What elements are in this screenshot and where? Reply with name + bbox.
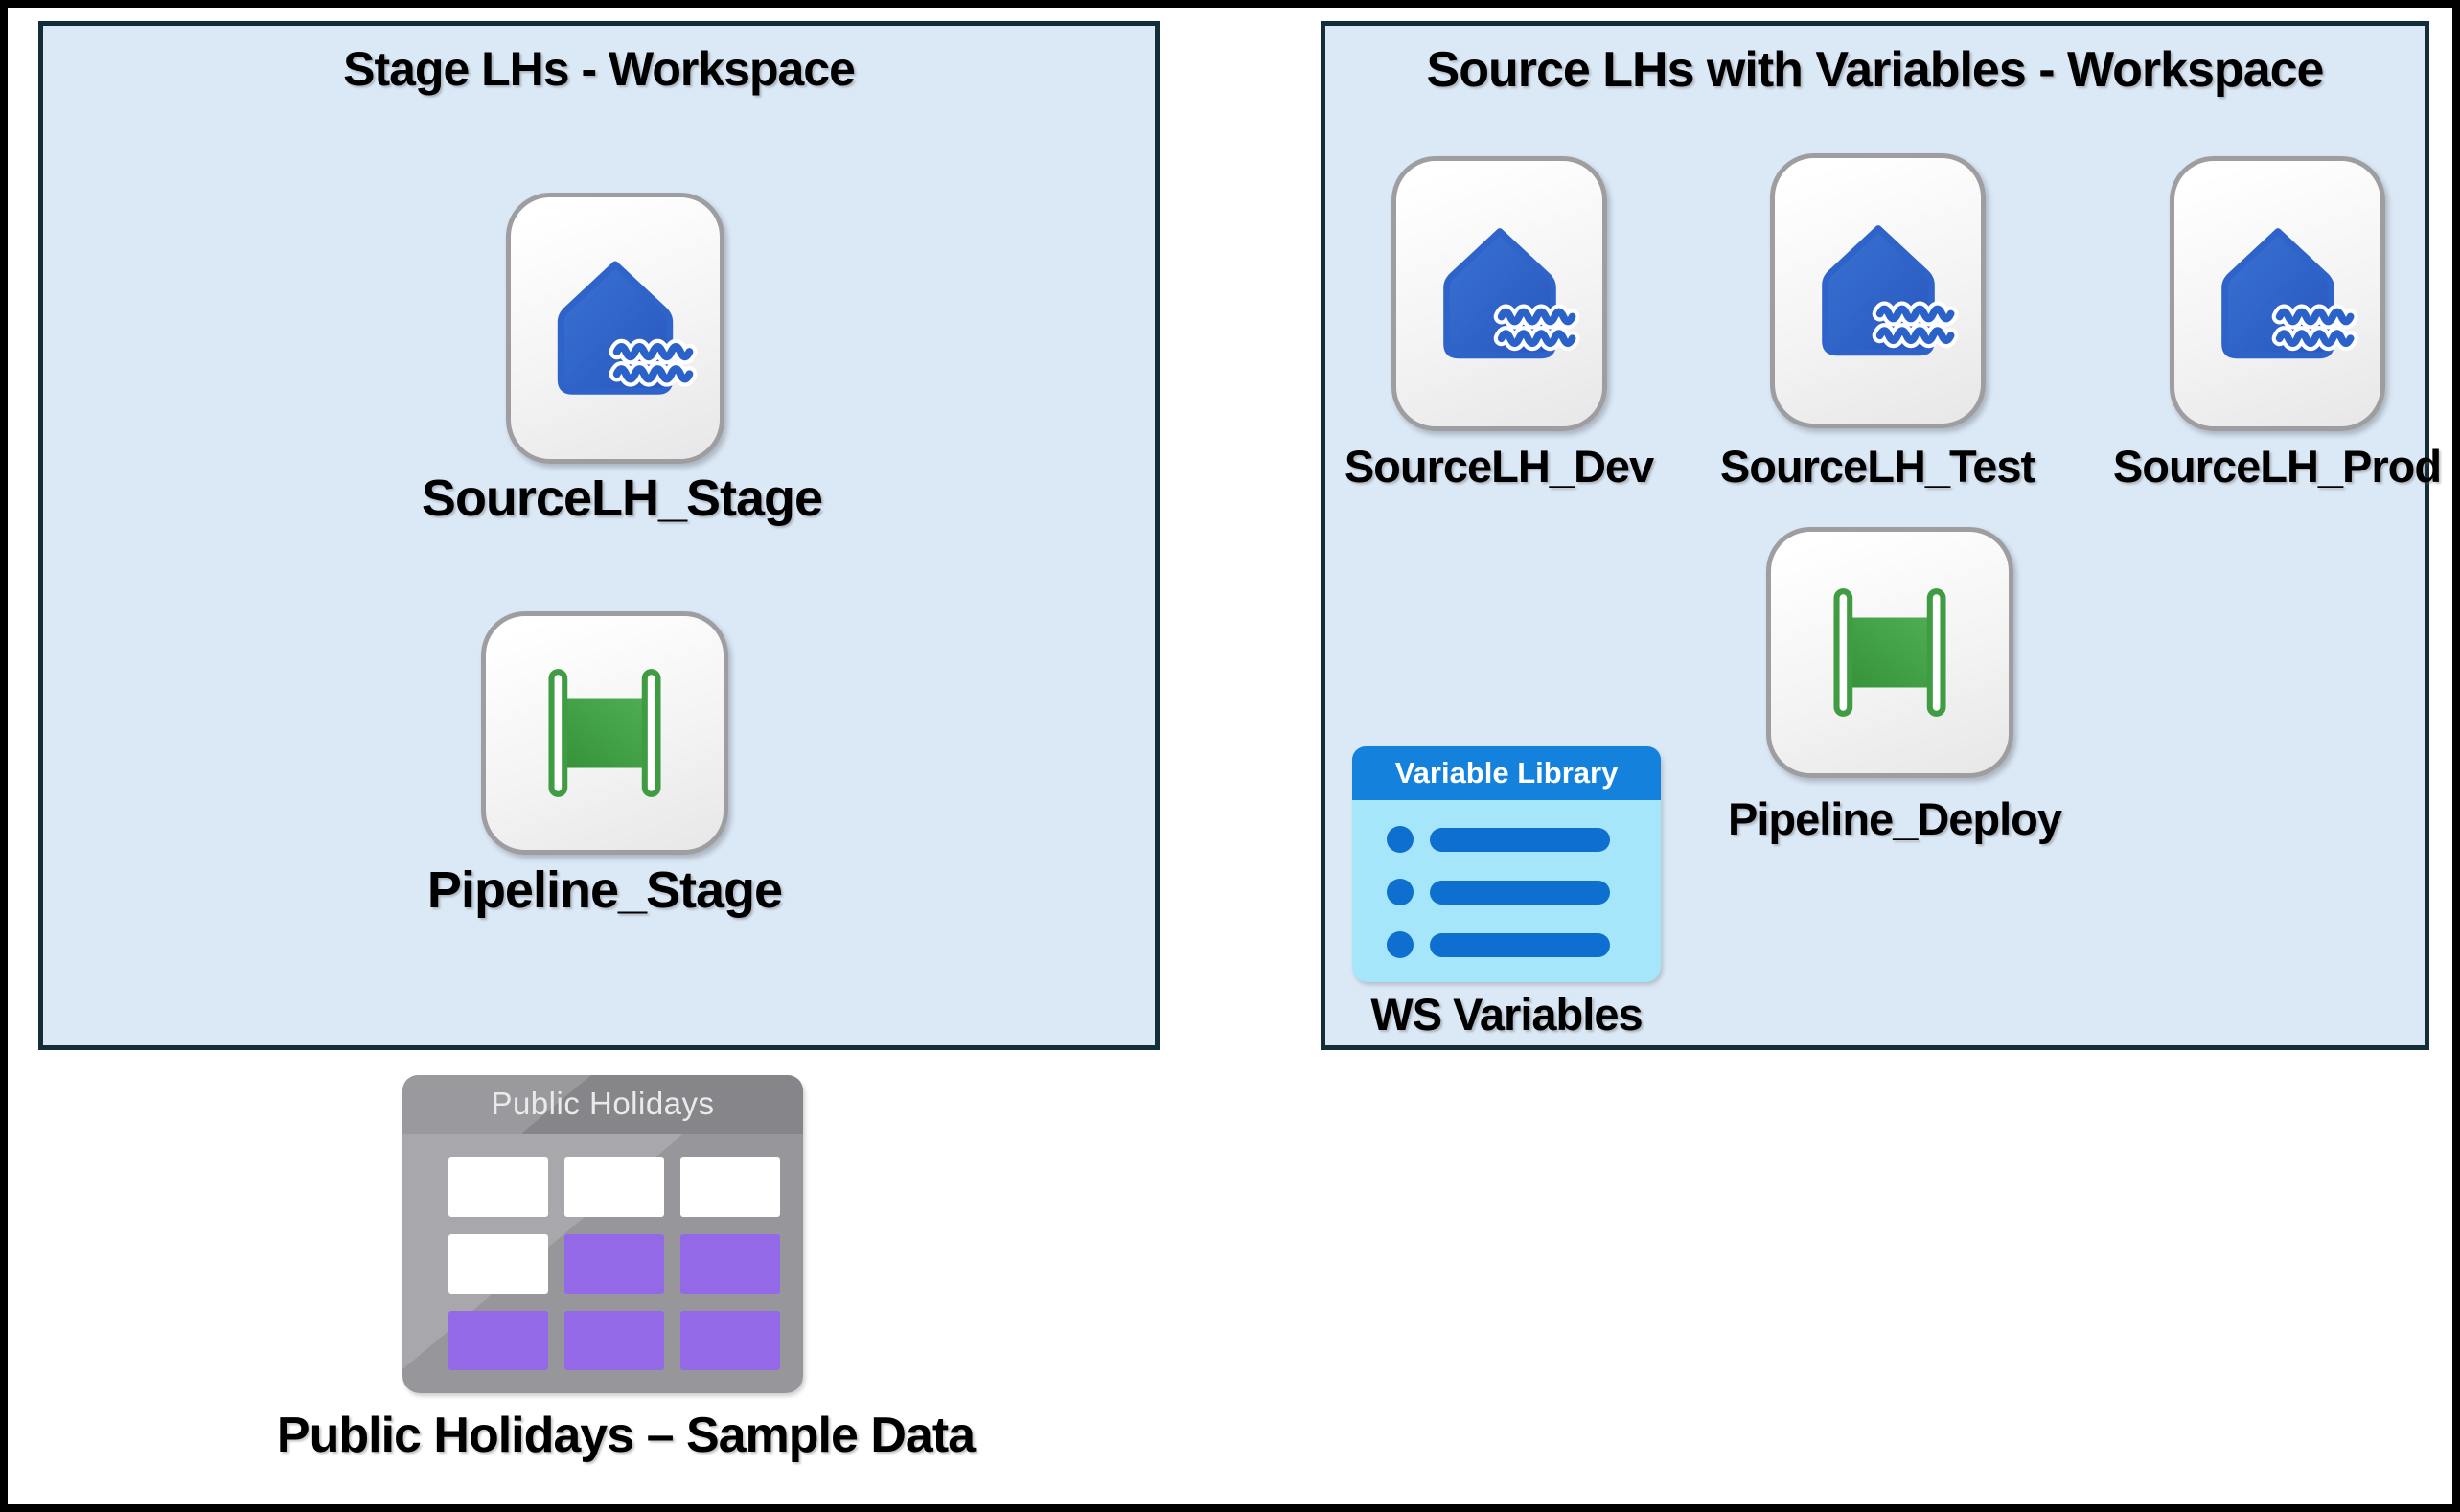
item-card-sourcelh-prod	[2170, 156, 2385, 431]
lakehouse-icon	[1442, 227, 1580, 358]
variable-row	[1352, 879, 1661, 905]
variable-bar	[1430, 932, 1610, 957]
workspace-box-stage: Stage LHs - Workspace SourceLH_Stage	[38, 21, 1160, 1050]
item-label: SourceLH_Prod	[2112, 441, 2442, 492]
variable-row	[1352, 826, 1661, 853]
item-card-sourcelh-dev	[1391, 156, 1607, 431]
item-card-pipeline-stage	[481, 611, 728, 855]
workspace-box-source: Source LHs with Variables - Workspace So…	[1321, 21, 2442, 1050]
pipeline-icon	[1833, 588, 1946, 717]
lakehouse-icon	[557, 260, 698, 395]
table-icon-header: Public Holidays	[402, 1075, 803, 1134]
item-card-sourcelh-test	[1770, 153, 1986, 428]
table-cell-purple	[448, 1311, 548, 1370]
lakehouse-icon	[2220, 227, 2358, 358]
variable-bullet-icon	[1387, 879, 1414, 905]
item-label: Pipeline_Deploy	[1727, 793, 2062, 844]
table-cell-white	[680, 1157, 780, 1217]
table-grid	[448, 1157, 780, 1370]
workspace-title-source: Source LHs with Variables - Workspace	[1426, 42, 2325, 98]
item-card-pipeline-deploy	[1766, 527, 2013, 778]
variable-bullet-icon	[1387, 826, 1414, 853]
variable-library-icon: Variable Library	[1352, 746, 1661, 982]
item-card-sourcelh-stage	[506, 193, 724, 464]
variable-bullet-icon	[1387, 931, 1414, 958]
item-label: SourceLH_Stage	[421, 470, 823, 527]
item-label: WS Variables	[1370, 989, 1643, 1040]
item-label: Pipeline_Stage	[426, 861, 783, 919]
table-icon: Public Holidays	[402, 1075, 803, 1393]
table-cell-purple	[564, 1234, 664, 1294]
variable-row	[1352, 931, 1661, 958]
table-cell-purple	[564, 1311, 664, 1370]
item-label: SourceLH_Dev	[1344, 441, 1654, 492]
table-cell-white	[564, 1157, 664, 1217]
table-cell-purple	[680, 1311, 780, 1370]
pipeline-icon	[548, 669, 661, 797]
workspace-title-stage: Stage LHs - Workspace	[343, 42, 856, 96]
lakehouse-icon	[1821, 224, 1959, 355]
variable-bar	[1430, 880, 1610, 905]
item-label: SourceLH_Test	[1719, 441, 2035, 492]
table-cell-purple	[680, 1234, 780, 1294]
sample-data-label: Public Holidays – Sample Data	[276, 1408, 976, 1463]
variable-bar	[1430, 827, 1610, 852]
table-cell-white	[448, 1234, 548, 1294]
variable-library-header: Variable Library	[1352, 746, 1661, 800]
table-cell-white	[448, 1157, 548, 1217]
